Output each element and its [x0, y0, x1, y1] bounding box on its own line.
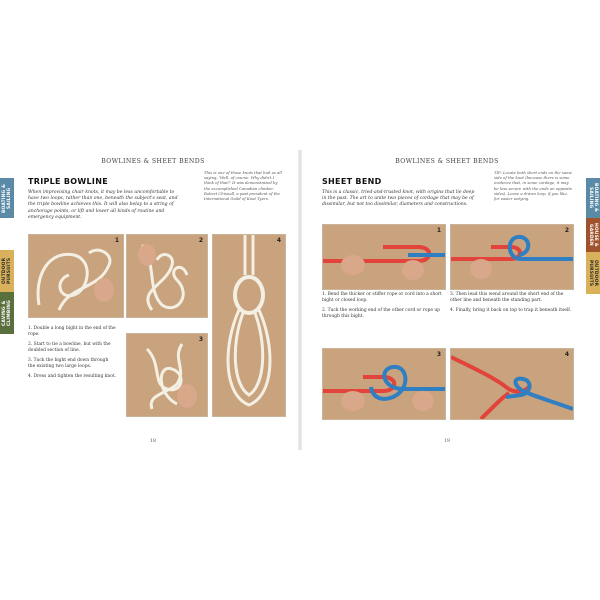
rope-illustration [29, 235, 123, 317]
step-photo-2: 2 [126, 234, 208, 318]
tab-label: BOATING & SAILING [2, 183, 12, 213]
step-photo-3: 3 [322, 348, 446, 420]
rope-illustration [323, 225, 445, 289]
section-tab-outdoor[interactable]: OUTDOOR PURSUITS [0, 250, 14, 292]
running-head: BOWLINES & SHEET BENDS [395, 158, 499, 165]
right-page: BOWLINES & SHEET BENDS SHEET BEND This i… [308, 150, 586, 450]
tab-label: BOATING & SAILING [588, 183, 598, 213]
step-list: 1. Bend the thicker or stiffer rope or c… [322, 292, 444, 324]
photo-number: 1 [436, 227, 441, 234]
step-item: 3. Then lead this wend around the short … [450, 292, 564, 303]
side-note: This is one of those knots that had us a… [204, 170, 282, 202]
side-note: TIP: Locate both short ends on the same … [494, 170, 573, 202]
photo-number: 1 [114, 237, 119, 244]
rope-illustration [127, 235, 207, 317]
section-tab-outdoor[interactable]: OUTDOOR PURSUITS [586, 252, 600, 294]
page-title: TRIPLE BOWLINE [28, 177, 108, 186]
rope-illustration [323, 349, 445, 419]
rope-illustration [127, 334, 207, 416]
page-number: 18 [150, 439, 156, 444]
step-item: 4. Dress and tighten the resulting knot. [28, 374, 117, 379]
rope-illustration [451, 349, 573, 419]
step-item: 3. Tuck the bight end down through the e… [28, 358, 109, 369]
step-list: 1. Double a long bight in the end of the… [28, 326, 116, 384]
section-tab-boating[interactable]: BOATING & SAILING [586, 178, 600, 218]
step-photo-3: 3 [126, 333, 208, 417]
step-item: 4. Finally, bring it back on top to trap… [450, 308, 572, 313]
photo-number: 2 [564, 227, 569, 234]
section-tab-house-garden[interactable]: HOUSE & GARDEN [586, 218, 600, 252]
photo-number: 2 [198, 237, 203, 244]
section-tab-boating[interactable]: BOATING & SAILING [0, 178, 14, 218]
step-photo-1: 1 [28, 234, 124, 318]
step-item: 1. Bend the thicker or stiffer rope or c… [322, 292, 442, 303]
tab-label: OUTDOOR PURSUITS [2, 257, 12, 285]
rope-illustration [213, 235, 285, 416]
step-photo-2: 2 [450, 224, 574, 290]
step-photo-4: 4 [212, 234, 286, 417]
intro-text: When improvising chair knots, it may be … [28, 190, 178, 220]
rope-illustration [451, 225, 573, 289]
step-photo-1: 1 [322, 224, 446, 290]
photo-number: 3 [198, 336, 203, 343]
step-list: 3. Then lead this wend around the short … [450, 292, 572, 318]
photo-number: 3 [436, 351, 441, 358]
step-photo-4: 4 [450, 348, 574, 420]
tab-label: HOUSE & GARDEN [588, 223, 598, 247]
step-item: 2. Start to tie a bowline, but with the … [28, 342, 111, 353]
tab-label: CAVING & CLIMBING [2, 300, 12, 326]
page-number: 19 [444, 439, 450, 444]
photo-number: 4 [276, 237, 281, 244]
photo-number: 4 [564, 351, 569, 358]
book-gutter [298, 150, 302, 450]
step-item: 1. Double a long bight in the end of the… [28, 326, 116, 337]
intro-text: This is a classic, tried-and-trusted kno… [322, 190, 475, 208]
step-item: 2. Tuck the working end of the other cor… [322, 308, 440, 319]
left-page: BOWLINES & SHEET BENDS TRIPLE BOWLINE Wh… [14, 150, 292, 450]
page-title: SHEET BEND [322, 177, 382, 186]
section-tab-caving[interactable]: CAVING & CLIMBING [0, 292, 14, 334]
running-head: BOWLINES & SHEET BENDS [101, 158, 205, 165]
tab-label: OUTDOOR PURSUITS [588, 259, 598, 287]
